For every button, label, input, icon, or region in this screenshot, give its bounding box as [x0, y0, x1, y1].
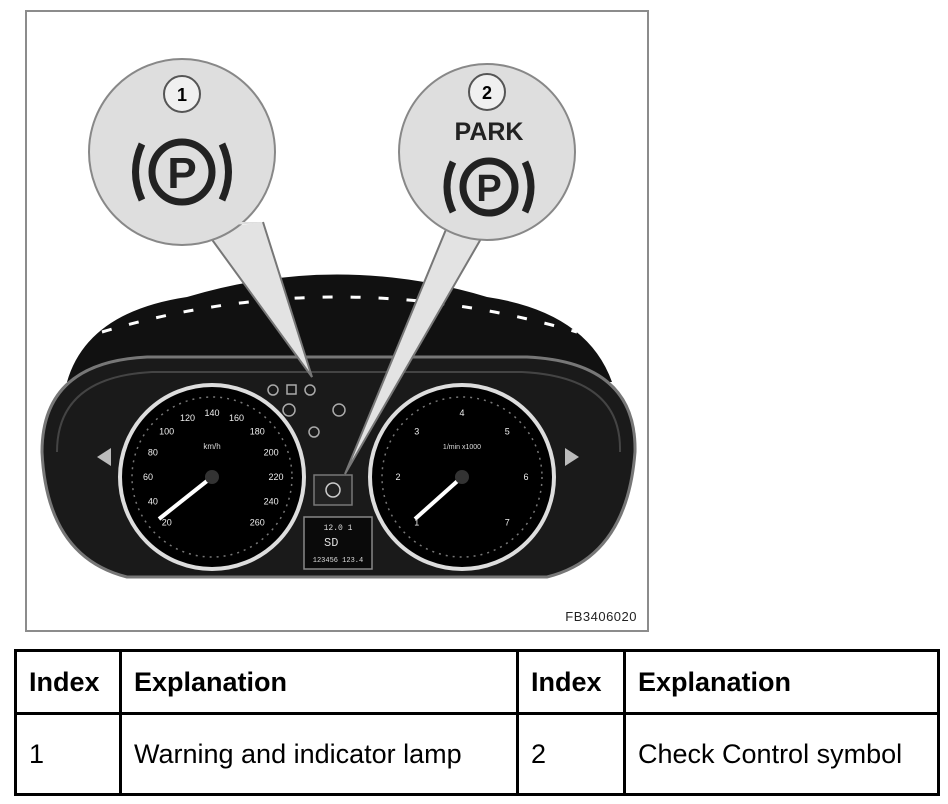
speedo-tick-20: 20 — [162, 517, 172, 527]
instrument-cluster-figure: 20 40 60 80 100 120 140 160 180 200 220 240 260 km/h… — [25, 10, 649, 632]
header-explanation-1: Explanation — [119, 649, 519, 715]
parking-glyph-2: P — [476, 168, 501, 210]
tacho-unit: 1/min x1000 — [443, 444, 481, 451]
indicator-lamps — [267, 384, 346, 438]
speedo-tick-140: 140 — [204, 408, 219, 418]
tacho-tick-6: 6 — [523, 472, 528, 482]
turn-left-icon — [97, 448, 111, 466]
figure-code: FB3406020 — [565, 609, 637, 624]
header-index-1: Index — [14, 649, 122, 715]
callout-1: 1 P — [88, 58, 313, 378]
display-line-3: 123456 123.4 — [313, 557, 363, 565]
parking-glyph-1: P — [167, 149, 196, 198]
speedo-tick-40: 40 — [148, 497, 158, 507]
tacho-tick-3: 3 — [414, 427, 419, 437]
tacho-tick-5: 5 — [505, 427, 510, 437]
speedo-unit: km/h — [203, 442, 220, 451]
speedometer: 20 40 60 80 100 120 140 160 180 200 220 240 260 km/h — [118, 383, 306, 571]
speedo-tick-180: 180 — [250, 427, 265, 437]
parking-brake-icon: P — [132, 138, 232, 206]
legend-table: Index Explanation Index Explanation 1 Wa… — [14, 649, 940, 796]
tacho-tick-4: 4 — [459, 408, 464, 418]
callout-2: 2 PARK P — [344, 63, 576, 475]
display-line-2: SD — [324, 536, 338, 550]
table-header-row: Index Explanation Index Explanation — [14, 649, 940, 715]
tacho-tick-2: 2 — [395, 472, 400, 482]
illustration: 20 40 60 80 100 120 140 160 180 200 220 240 260 km/h… — [40, 58, 637, 579]
speedo-tick-200: 200 — [264, 448, 279, 458]
speedo-tick-60: 60 — [143, 472, 153, 482]
header-explanation-2: Explanation — [623, 649, 940, 715]
tachometer: 1 2 3 4 5 6 7 1/min x1000 — [368, 383, 556, 571]
cell-explanation-1: Warning and indicator lamp — [119, 712, 519, 796]
callout-1-number: 1 — [177, 85, 187, 105]
info-display — [303, 516, 373, 570]
cell-index-1: 1 — [14, 712, 122, 796]
speedo-tick-260: 260 — [250, 517, 265, 527]
table-row: 1 Warning and indicator lamp 2 Check Con… — [14, 712, 940, 796]
park-brake-icon: P — [443, 157, 535, 217]
display-line-1: 12.0 1 — [324, 524, 353, 533]
header-index-2: Index — [516, 649, 626, 715]
cell-index-2: 2 — [516, 712, 626, 796]
speedo-tick-120: 120 — [180, 413, 195, 423]
tacho-tick-1: 1 — [414, 517, 419, 527]
tacho-tick-7: 7 — [505, 517, 510, 527]
speedo-tick-220: 220 — [268, 472, 283, 482]
turn-right-icon — [565, 448, 579, 466]
speedo-tick-160: 160 — [229, 413, 244, 423]
park-label: PARK — [455, 118, 524, 146]
speedo-tick-240: 240 — [264, 497, 279, 507]
speedo-tick-100: 100 — [159, 427, 174, 437]
speedo-tick-80: 80 — [148, 448, 158, 458]
callout-2-number: 2 — [482, 83, 492, 103]
cell-explanation-2: Check Control symbol — [623, 712, 940, 796]
parking-brake-display-icon — [325, 482, 341, 498]
